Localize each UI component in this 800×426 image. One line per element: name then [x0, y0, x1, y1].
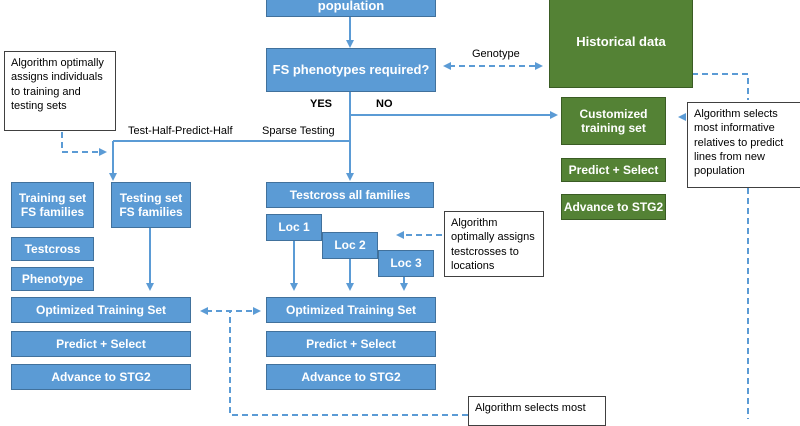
optimized-training-set-mid-box[interactable]: Optimized Training Set: [266, 297, 436, 323]
loc-2-box[interactable]: Loc 2: [322, 232, 378, 259]
advance-to-stg2-left-box[interactable]: Advance to STG2: [11, 364, 191, 390]
testing-set-fs-families-box[interactable]: Testing set FS families: [111, 182, 191, 228]
note-assign-locations: Algorithm optimally assigns testcrosses …: [444, 211, 544, 277]
note-bottom-partial: Algorithm selects most: [468, 396, 606, 426]
phenotype-box[interactable]: Phenotype: [11, 267, 94, 291]
fs-phenotypes-required-box[interactable]: FS phenotypes required?: [266, 48, 436, 92]
population-box[interactable]: population: [266, 0, 436, 17]
loc-3-box[interactable]: Loc 3: [378, 250, 434, 277]
line-historical-to-right: [692, 73, 749, 100]
advance-to-stg2-mid-box[interactable]: Advance to STG2: [266, 364, 436, 390]
yes-label: YES: [310, 98, 333, 110]
test-half-predict-half-label: Test-Half-Predict-Half: [128, 125, 233, 137]
testcross-box[interactable]: Testcross: [11, 237, 94, 261]
loc-1-box[interactable]: Loc 1: [266, 214, 322, 241]
testcross-all-families-box[interactable]: Testcross all families: [266, 182, 434, 208]
note-assign-individuals: Algorithm optimally assigns individuals …: [4, 51, 116, 131]
line-bottom-loop: [229, 311, 468, 416]
training-set-fs-families-box[interactable]: Training set FS families: [11, 182, 94, 228]
optimized-training-set-left-box[interactable]: Optimized Training Set: [11, 297, 191, 323]
genotype-label: Genotype: [472, 48, 520, 60]
predict-select-green-box[interactable]: Predict + Select: [561, 158, 666, 182]
sparse-testing-label: Sparse Testing: [262, 125, 335, 137]
advance-to-stg2-green-box[interactable]: Advance to STG2: [561, 194, 666, 220]
predict-select-left-box[interactable]: Predict + Select: [11, 331, 191, 357]
customized-training-set-box[interactable]: Customized training set: [561, 97, 666, 145]
predict-select-mid-box[interactable]: Predict + Select: [266, 331, 436, 357]
no-label: NO: [376, 98, 393, 110]
historical-data-box[interactable]: Historical data: [549, 0, 693, 88]
arrow-note-to-split: [61, 132, 107, 156]
note-informative-relatives: Algorithm selects most informative relat…: [687, 102, 800, 188]
